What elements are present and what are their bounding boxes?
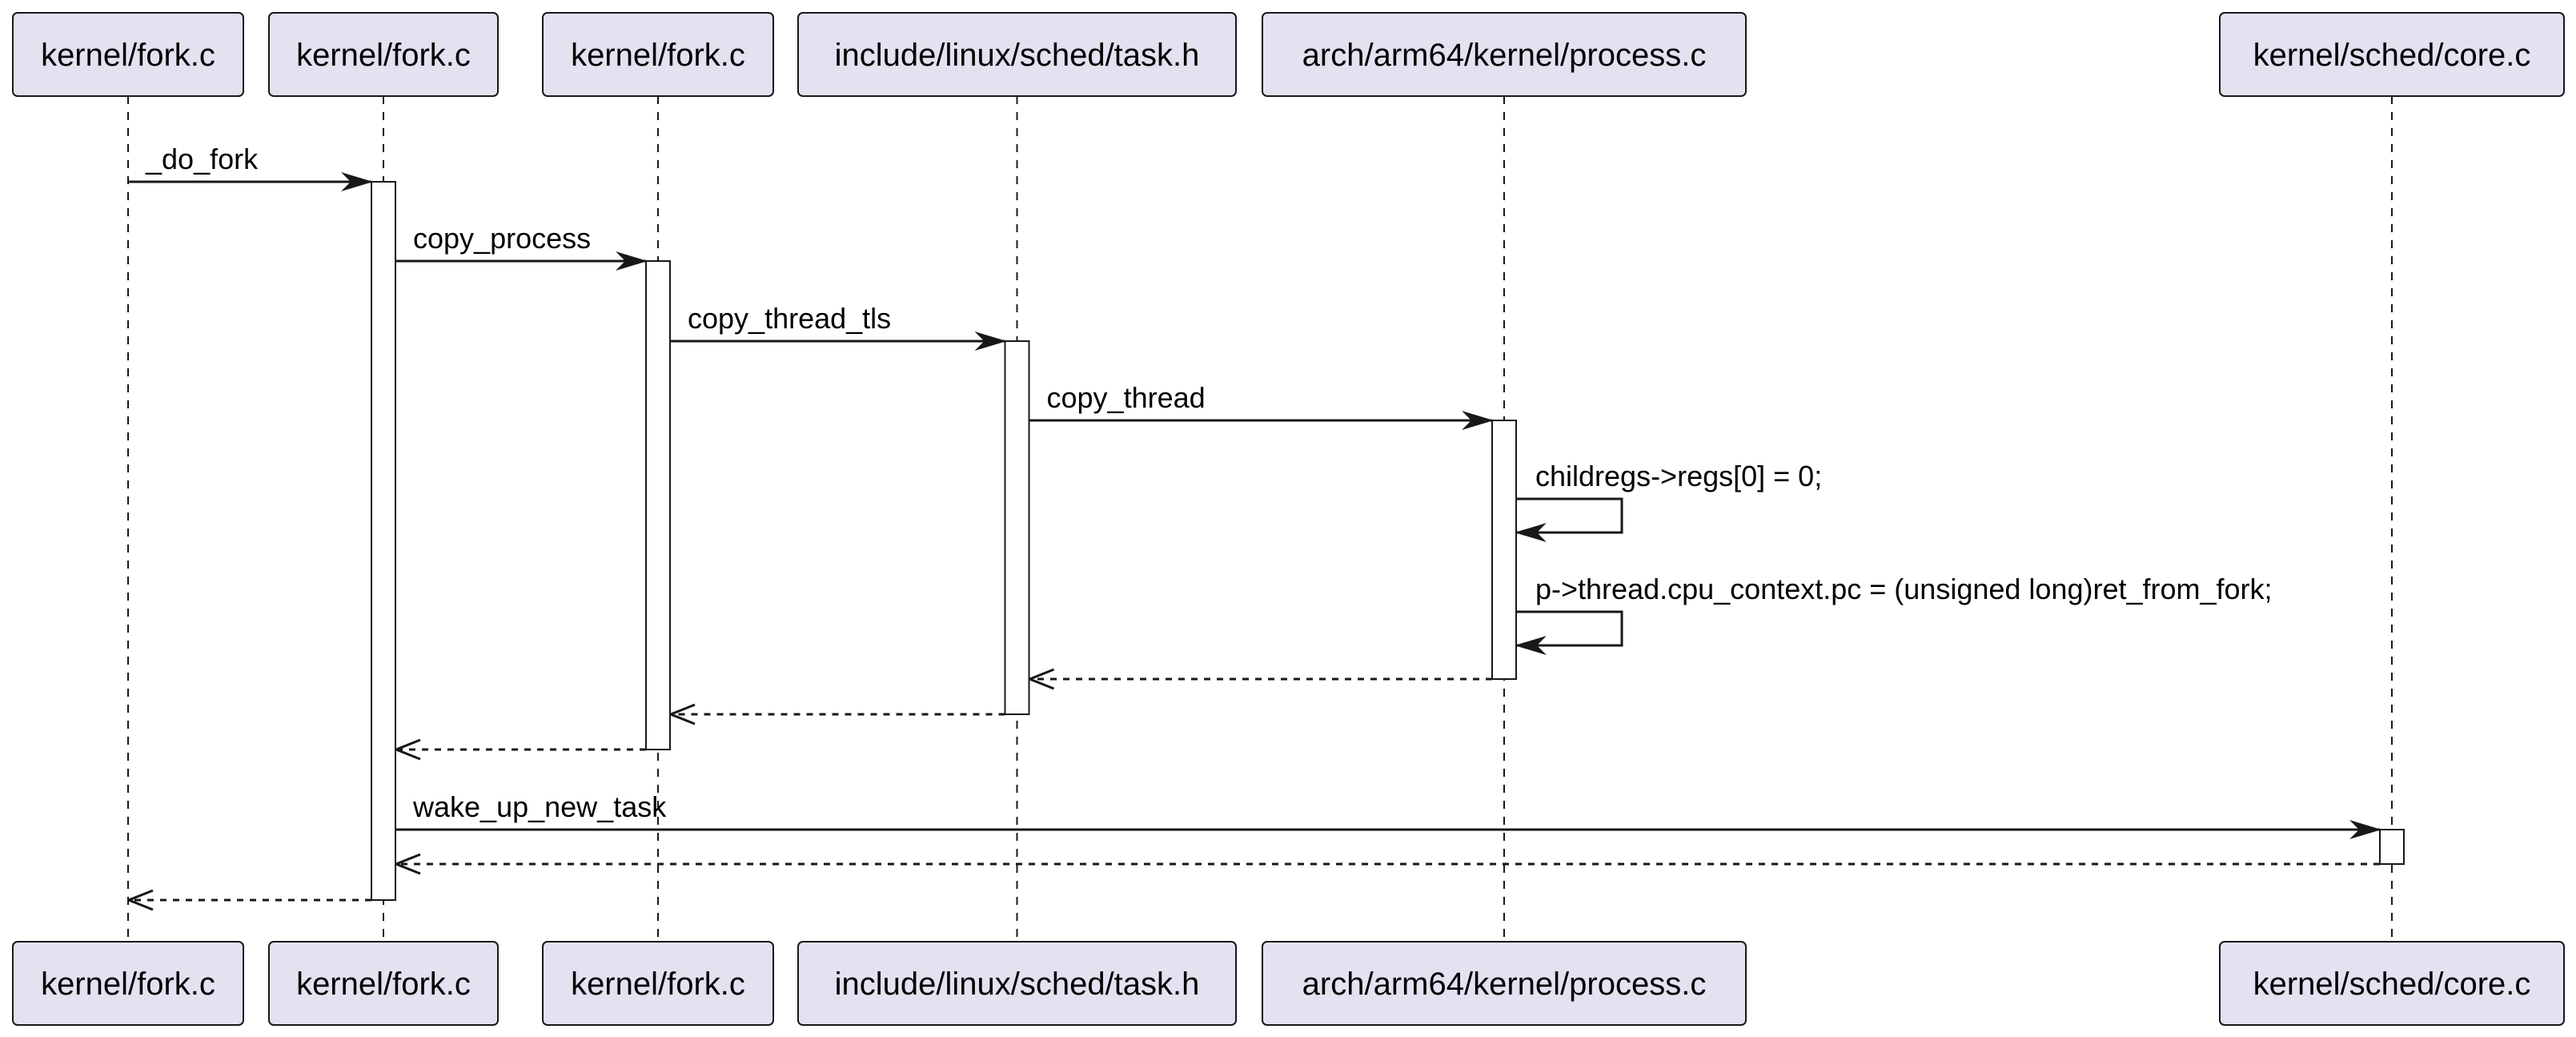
participant-label: include/linux/sched/task.h xyxy=(835,967,1200,1002)
participant-label: include/linux/sched/task.h xyxy=(835,38,1200,73)
message-5: p->thread.cpu_context.pc = (unsigned lon… xyxy=(1515,573,2273,655)
participant-bottom-p3: include/linux/sched/task.h xyxy=(797,941,1237,1026)
participant-label: kernel/sched/core.c xyxy=(2253,967,2531,1002)
self-message-arrow xyxy=(1515,497,1623,542)
participant-box xyxy=(2219,941,2565,1026)
participant-label: kernel/fork.c xyxy=(296,967,471,1002)
participant-label: kernel/fork.c xyxy=(296,38,471,73)
participant-box xyxy=(797,12,1237,97)
participant-box xyxy=(268,12,499,97)
activation-bar-p2-0 xyxy=(645,260,671,750)
participant-boxes: kernel/fork.c kernel/fork.c kernel/fork.c k… xyxy=(12,12,2565,1026)
participant-bottom-p0: kernel/fork.c xyxy=(12,941,244,1026)
message-label: childregs->regs[0] = 0; xyxy=(1535,460,1822,492)
activation-bar-p4-0 xyxy=(1491,420,1517,680)
participant-box xyxy=(12,12,244,97)
participant-label: kernel/sched/core.c xyxy=(2253,38,2531,73)
participant-bottom-p5: kernel/sched/core.c xyxy=(2219,941,2565,1026)
participant-top-p1: kernel/fork.c xyxy=(268,12,499,97)
participant-label: arch/arm64/kernel/process.c xyxy=(1302,967,1707,1002)
message-label: copy_thread_tls xyxy=(688,302,891,335)
participant-label: kernel/fork.c xyxy=(571,38,745,73)
activations xyxy=(371,181,2405,901)
message-2: copy_thread_tls xyxy=(670,302,1007,351)
message-1: copy_process xyxy=(395,222,648,271)
activation-bar-p1-0 xyxy=(371,181,396,901)
participant-label: kernel/fork.c xyxy=(571,967,745,1002)
messages: _do_fork copy_process copy_thread_tls copy_… xyxy=(128,143,2381,900)
participant-bottom-p1: kernel/fork.c xyxy=(268,941,499,1026)
participant-box xyxy=(542,941,774,1026)
participant-top-p2: kernel/fork.c xyxy=(542,12,774,97)
activation-bar-p5-0 xyxy=(2379,829,2405,865)
participant-box xyxy=(268,941,499,1026)
participant-bottom-p4: arch/arm64/kernel/process.c xyxy=(1262,941,1747,1026)
message-label: copy_thread xyxy=(1047,381,1206,414)
message-label: p->thread.cpu_context.pc = (unsigned lon… xyxy=(1535,573,2273,605)
message-3: copy_thread xyxy=(1029,381,1494,430)
participant-label: arch/arm64/kernel/process.c xyxy=(1302,38,1707,73)
participant-box xyxy=(12,941,244,1026)
message-label: wake_up_new_task xyxy=(412,790,667,823)
self-message-arrow xyxy=(1515,610,1623,655)
message-label: _do_fork xyxy=(145,143,259,175)
participant-bottom-p2: kernel/fork.c xyxy=(542,941,774,1026)
message-label: copy_process xyxy=(413,222,591,255)
participant-top-p3: include/linux/sched/task.h xyxy=(797,12,1237,97)
participant-label: kernel/fork.c xyxy=(41,38,215,73)
participant-box xyxy=(2219,12,2565,97)
participant-box xyxy=(1262,941,1747,1026)
message-4: childregs->regs[0] = 0; xyxy=(1515,460,1822,542)
participant-box xyxy=(1262,12,1747,97)
participant-top-p5: kernel/sched/core.c xyxy=(2219,12,2565,97)
participant-top-p0: kernel/fork.c xyxy=(12,12,244,97)
participant-top-p4: arch/arm64/kernel/process.c xyxy=(1262,12,1747,97)
message-0: _do_fork xyxy=(128,143,373,191)
participant-box xyxy=(797,941,1237,1026)
participant-box xyxy=(542,12,774,97)
participant-label: kernel/fork.c xyxy=(41,967,215,1002)
message-9: wake_up_new_task xyxy=(395,790,2381,839)
activation-bar-p3-0 xyxy=(1004,340,1030,715)
